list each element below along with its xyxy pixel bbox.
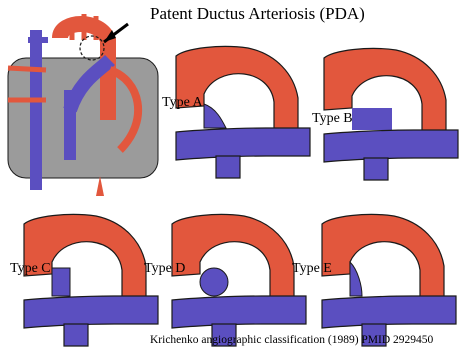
panel-type-d <box>172 214 306 346</box>
source-caption: Krichenko angiographic classification (1… <box>150 334 462 346</box>
panel-type-e <box>322 214 456 346</box>
panel-type-c <box>24 214 158 346</box>
type-a-label: Type A <box>162 95 204 110</box>
type-b-label: Type B <box>312 111 353 126</box>
heart-illustration <box>8 14 158 196</box>
panel-type-a <box>176 46 310 178</box>
type-c-label: Type C <box>10 261 51 276</box>
type-e-label: Type E <box>292 261 332 276</box>
type-d-label: Type D <box>144 261 185 276</box>
